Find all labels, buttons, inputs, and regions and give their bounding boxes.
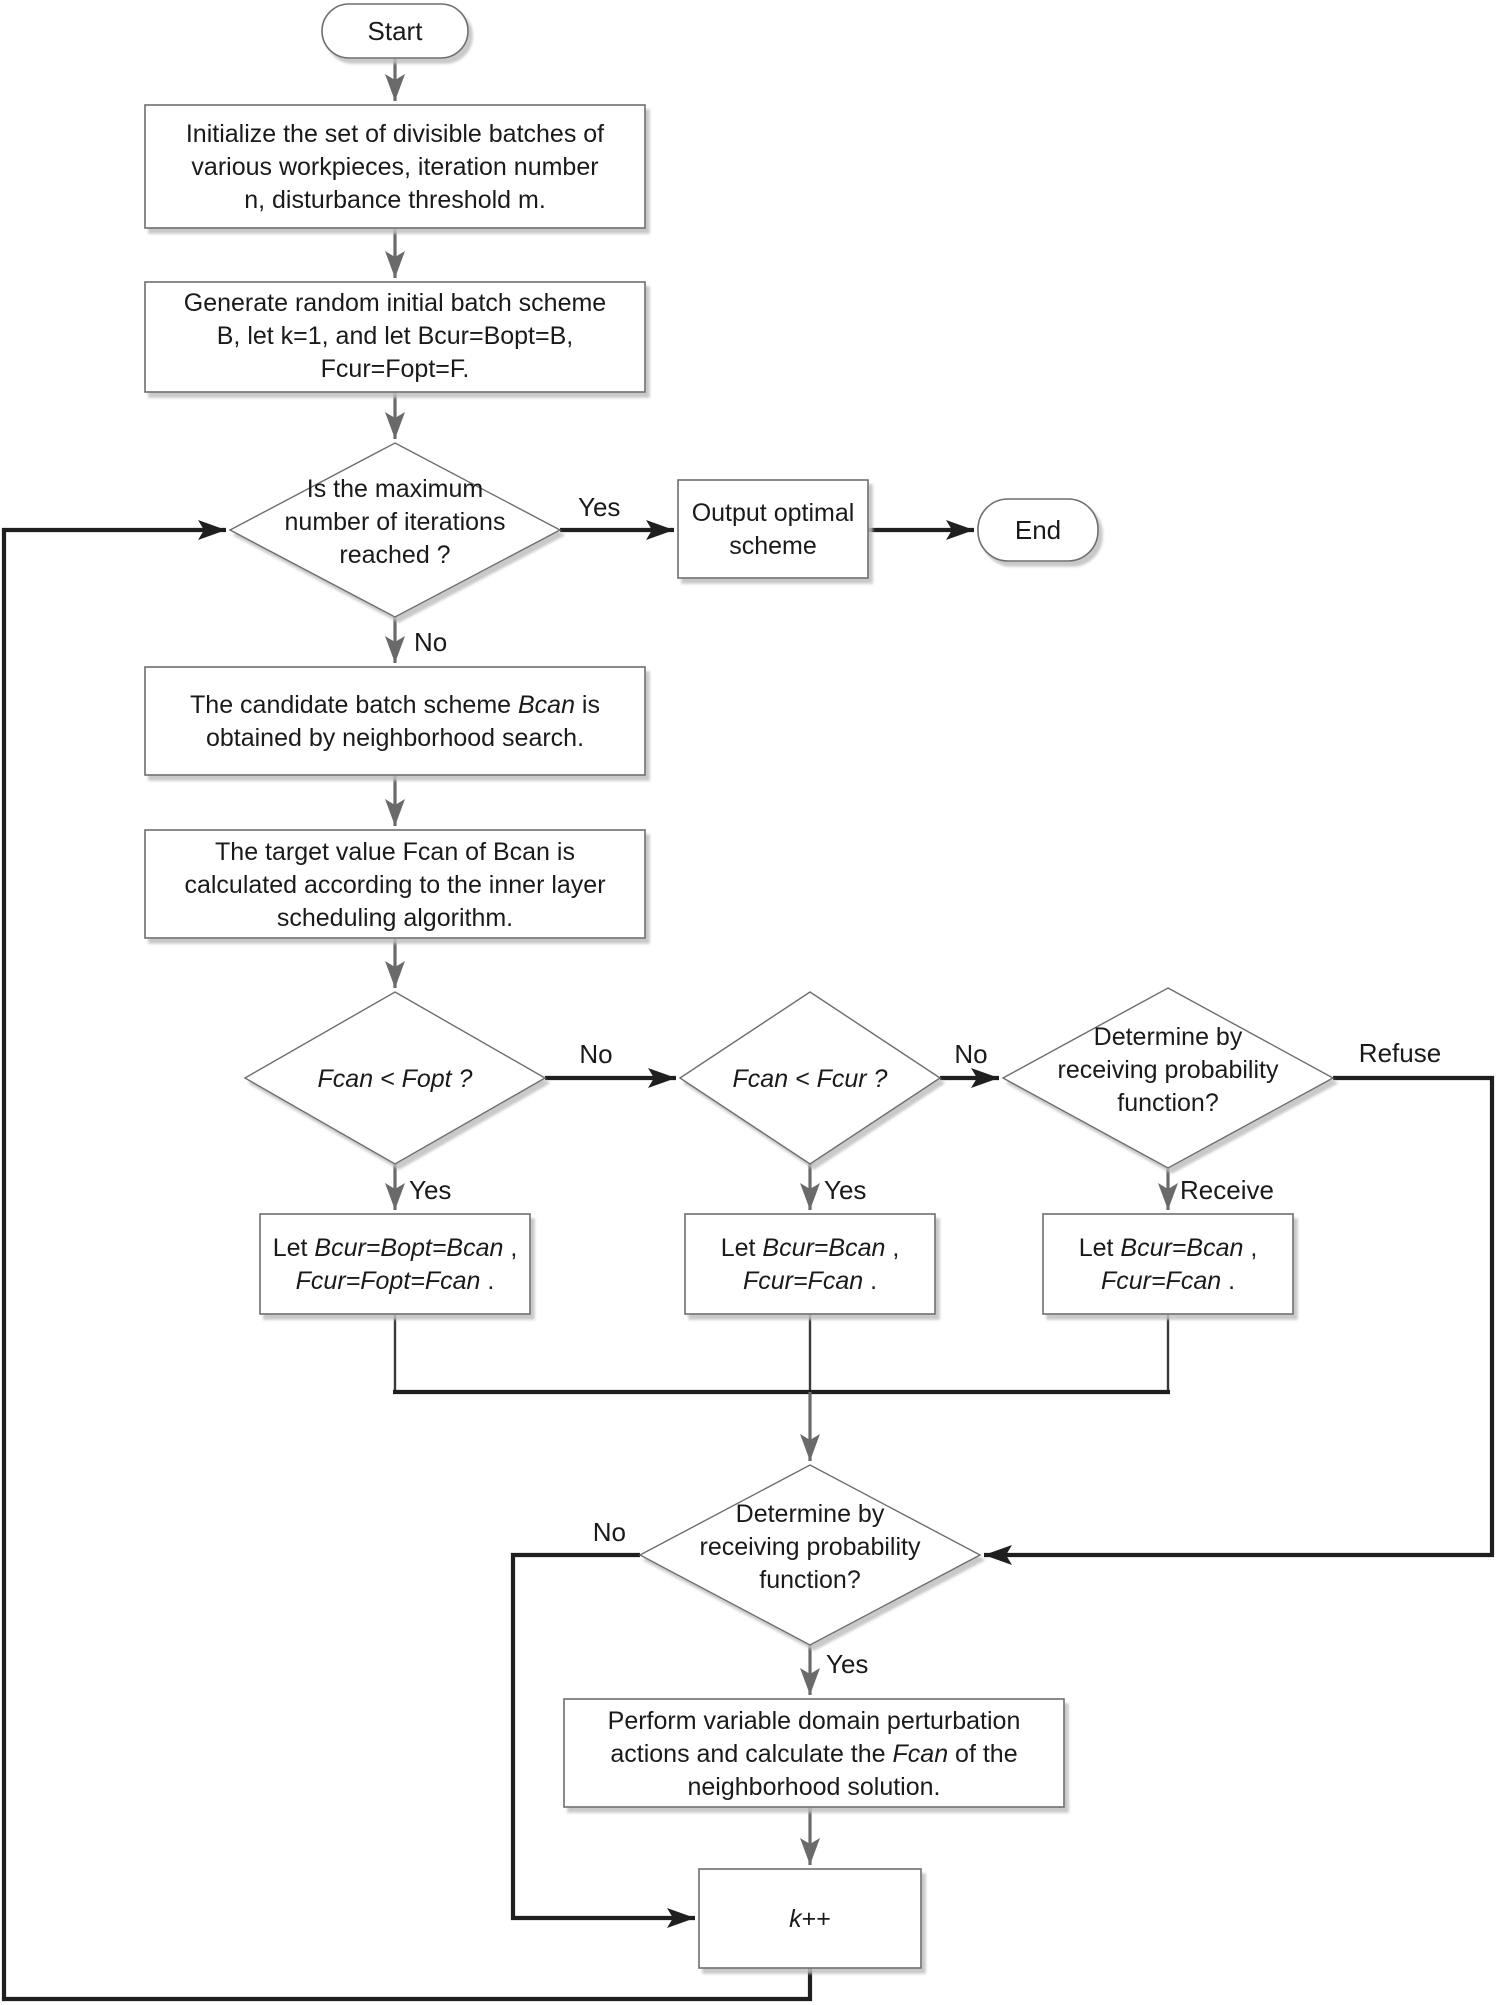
- let3-text-line2: Fcur=Fcan .: [1101, 1267, 1235, 1295]
- let2-text-line2: Fcur=Fcan .: [743, 1267, 877, 1295]
- line-kpp-loop-feedback: [1, 520, 813, 2002]
- output-box: [677, 479, 869, 579]
- receiving-probability-1-diamond: [1001, 987, 1335, 1169]
- k-increment-box: [698, 1868, 922, 1969]
- decision-receiving-probability-2: Determine by receiving probability funct…: [638, 1464, 982, 1646]
- fcan-fcur-text: Fcan < Fcur ?: [733, 1065, 888, 1093]
- receiving-probability-1-line2: receiving probability: [1058, 1056, 1279, 1084]
- decision-receiving-probability-1: Determine by receiving probability funct…: [1001, 987, 1335, 1169]
- decision-fcan-lt-fopt: Fcan < Fopt ?: [243, 991, 547, 1165]
- let1-text-line2: Fcur=Fopt=Fcan .: [296, 1267, 495, 1295]
- fcan-fopt-diamond: [243, 991, 547, 1165]
- start-shape: [321, 3, 469, 59]
- receiving-probability-1-line1: Determine by: [1094, 1023, 1243, 1051]
- candidate-text-line1: The candidate batch scheme Bcan is: [190, 691, 600, 719]
- target-value-text-line2: calculated according to the inner layer: [184, 871, 605, 899]
- let3-text-line1: Let Bcur=Bcan ,: [1079, 1234, 1258, 1262]
- edge-label-receive: Receive: [1180, 1175, 1274, 1205]
- edge-label-refuse: Refuse: [1359, 1038, 1441, 1068]
- candidate-box: [144, 666, 646, 776]
- generate-text-line3: Fcur=Fopt=F.: [321, 355, 470, 383]
- edge-label-no-maxiter: No: [414, 627, 447, 657]
- edge-label-no-recvprob2: No: [593, 1517, 626, 1547]
- node-let2-process: Let Bcur=Bcan , Fcur=Fcan .: [684, 1213, 936, 1315]
- edge-label-yes-recvprob2: Yes: [826, 1649, 868, 1679]
- receiving-probability-2-line3: function?: [759, 1566, 860, 1594]
- let2-text-line1: Let Bcur=Bcan ,: [721, 1234, 900, 1262]
- perturbation-text-line2: actions and calculate the Fcan of the: [610, 1740, 1017, 1768]
- generate-text-line2: B, let k=1, and let Bcur=Bopt=B,: [217, 322, 573, 350]
- receiving-probability-1-line3: function?: [1117, 1089, 1218, 1117]
- target-value-box: [144, 829, 646, 939]
- perturbation-box: [563, 1698, 1065, 1808]
- edge-label-yes-cmpopt: Yes: [409, 1175, 451, 1205]
- edge-label-no-cmpopt: No: [579, 1039, 612, 1069]
- perturbation-text-line3: neighborhood solution.: [688, 1773, 941, 1801]
- k-increment-text: k++: [789, 1905, 831, 1933]
- generate-box: [144, 281, 646, 393]
- output-text-line2: scheme: [729, 532, 817, 560]
- edge-label-no-cmpcur: No: [954, 1039, 987, 1069]
- node-initialize-process: Initialize the set of divisible batches …: [144, 104, 646, 229]
- node-target-value-process: The target value Fcan of Bcan is calcula…: [144, 829, 646, 939]
- node-end-terminator: End: [977, 498, 1099, 562]
- let1-box: [259, 1213, 531, 1315]
- decision-fcan-lt-fcur: Fcan < Fcur ?: [678, 991, 942, 1165]
- receiving-probability-2-line1: Determine by: [736, 1500, 885, 1528]
- max-iterations-text-line1: Is the maximum: [307, 475, 483, 503]
- receiving-probability-2-diamond: [638, 1464, 982, 1646]
- node-let3-process: Let Bcur=Bcan , Fcur=Fcan .: [1042, 1213, 1294, 1315]
- max-iterations-diamond: [228, 442, 562, 618]
- node-generate-process: Generate random initial batch scheme B, …: [144, 281, 646, 393]
- max-iterations-text-line2: number of iterations: [285, 508, 506, 536]
- target-value-text-line1: The target value Fcan of Bcan is: [215, 838, 575, 866]
- node-candidate-process: The candidate batch scheme Bcan is obtai…: [144, 666, 646, 776]
- initialize-text-line1: Initialize the set of divisible batches …: [186, 120, 604, 148]
- node-let1-process: Let Bcur=Bopt=Bcan , Fcur=Fopt=Fcan .: [259, 1213, 531, 1315]
- end-label: End: [1015, 515, 1061, 545]
- fcan-fopt-text: Fcan < Fopt ?: [318, 1065, 473, 1093]
- candidate-text-line2: obtained by neighborhood search.: [206, 724, 584, 752]
- receiving-probability-2-line2: receiving probability: [700, 1533, 921, 1561]
- initialize-text-line3: n, disturbance threshold m.: [244, 186, 546, 214]
- perturbation-text-line1: Perform variable domain perturbation: [608, 1707, 1021, 1735]
- end-shape: [977, 498, 1099, 562]
- initialize-box: [144, 104, 646, 229]
- start-label: Start: [368, 16, 424, 46]
- node-start-terminator: Start: [321, 3, 469, 59]
- let3-box: [1042, 1213, 1294, 1315]
- let2-box: [684, 1213, 936, 1315]
- generate-text-line1: Generate random initial batch scheme: [184, 289, 606, 317]
- edge-label-yes-maxiter: Yes: [578, 492, 620, 522]
- max-iterations-text-line3: reached ?: [339, 541, 450, 569]
- fcan-fcur-diamond: [678, 991, 942, 1165]
- node-k-increment-process: k++: [698, 1868, 922, 1969]
- line-refuse-feedback: [984, 1075, 1495, 1565]
- target-value-text-line3: scheduling algorithm.: [277, 904, 513, 932]
- edge-label-yes-cmpcur: Yes: [824, 1175, 866, 1205]
- decision-max-iterations: Is the maximum number of iterations reac…: [228, 442, 562, 618]
- node-output-process: Output optimal scheme: [677, 479, 869, 579]
- let1-text-line1: Let Bcur=Bopt=Bcan ,: [273, 1234, 518, 1262]
- output-text-line1: Output optimal: [692, 499, 855, 527]
- initialize-text-line2: various workpieces, iteration number: [191, 153, 598, 181]
- node-perturbation-process: Perform variable domain perturbation act…: [563, 1698, 1065, 1808]
- line-recvprob2-no-to-kpp: [510, 1552, 695, 1928]
